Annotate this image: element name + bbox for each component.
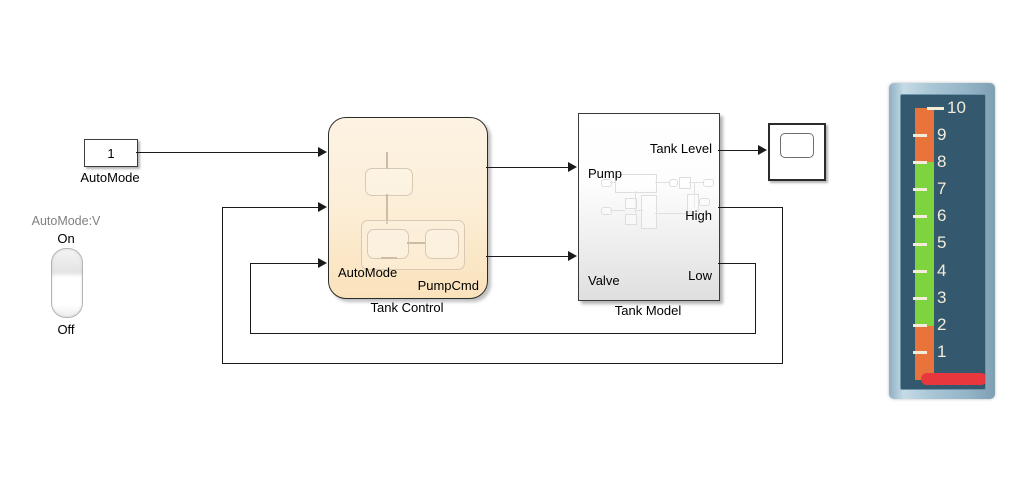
gauge-label-8: 8 — [937, 152, 947, 171]
constant-value: 1 — [107, 145, 115, 161]
ss-line-c — [689, 182, 703, 184]
gauge-tick-10 — [927, 106, 944, 110]
sf-state-right — [425, 229, 459, 259]
ss-line-b — [655, 182, 669, 184]
sf-superstate — [361, 220, 465, 270]
wire-tanklevel — [718, 149, 760, 151]
constant-block[interactable]: 1 — [84, 139, 138, 167]
arrow-model-pump — [568, 161, 577, 172]
tank-level-gauge[interactable]: 10 9 8 7 6 5 4 3 2 1 0 — [889, 83, 995, 399]
ss-line-e — [635, 191, 637, 213]
wire-high-out — [718, 206, 783, 208]
wire-automode — [136, 151, 319, 153]
gauge-face: 10 9 8 7 6 5 4 3 2 1 0 — [900, 94, 986, 390]
gauge-tick-9 — [913, 133, 927, 137]
gauge-tick-1 — [913, 351, 927, 355]
wire-low-out — [718, 262, 756, 264]
gauge-tick-7 — [913, 188, 927, 192]
sf-state-top — [365, 168, 413, 196]
chart-port-pumpcmd: PumpCmd — [417, 278, 479, 293]
gauge-label-10: 10 — [947, 98, 966, 117]
wire-high-in — [221, 206, 320, 208]
wire-pumpcmd — [486, 166, 569, 168]
wire-low-down — [754, 262, 756, 334]
gauge-tick-2 — [913, 324, 927, 328]
arrow-chart-automode — [318, 146, 327, 157]
constant-block-caption: AutoMode — [80, 170, 140, 185]
gauge-label-1: 1 — [937, 342, 947, 361]
gauge-label-5: 5 — [937, 233, 947, 252]
scope-block[interactable] — [768, 123, 826, 181]
sf-transition-bottom — [381, 257, 397, 259]
switch-off-label: Off — [57, 322, 75, 337]
gauge-tick-4 — [913, 269, 927, 273]
gauge-needle — [921, 373, 985, 385]
model-port-pump: Pump — [588, 166, 622, 181]
model-port-valve: Valve — [588, 273, 620, 288]
gauge-label-6: 6 — [937, 206, 947, 225]
ss-shape-e — [703, 179, 714, 187]
wire-low-up — [249, 262, 251, 334]
arrow-chart-lowswitch — [318, 257, 327, 268]
switch-on-label: On — [57, 231, 75, 246]
gauge-label-3: 3 — [937, 288, 947, 307]
sf-transition-right — [407, 242, 425, 244]
ss-shape-g — [699, 198, 710, 206]
wire-low-bottom — [250, 332, 756, 334]
rocker-switch[interactable] — [51, 248, 83, 318]
gauge-tick-6 — [913, 215, 927, 219]
wire-low-in — [249, 262, 320, 264]
tank-model-caption: Tank Model — [614, 303, 682, 318]
arrow-chart-highswitch — [318, 201, 327, 212]
gauge-tick-3 — [913, 296, 927, 300]
sf-transition-mid — [386, 194, 388, 224]
ss-line-h — [655, 213, 695, 215]
scope-screen-icon — [780, 133, 814, 158]
gauge-label-7: 7 — [937, 179, 947, 198]
gauge-label-9: 9 — [937, 125, 947, 144]
tank-model-subsystem[interactable]: Valve Pump Tank Level High Low — [578, 113, 720, 301]
ss-shape-h — [625, 198, 637, 209]
sf-state-left — [367, 229, 409, 259]
ss-line-d — [694, 182, 696, 208]
gauge-label-4: 4 — [937, 261, 947, 280]
arrow-model-valve — [568, 250, 577, 261]
model-port-tanklevel: Tank Level — [649, 141, 712, 156]
ss-shape-i — [625, 214, 637, 225]
wire-high-up — [221, 206, 223, 364]
gauge-label-2: 2 — [937, 315, 947, 334]
switch-title: AutoMode:V — [31, 214, 101, 228]
model-port-high: High — [685, 208, 712, 223]
wire-high-down — [781, 206, 783, 364]
gauge-tick-8 — [913, 160, 927, 164]
wire-valvecmd — [486, 255, 569, 257]
chart-port-automode: AutoMode — [338, 265, 398, 280]
ss-shape-j — [641, 195, 657, 229]
ss-shape-c — [669, 179, 678, 187]
ss-line-f — [610, 210, 625, 212]
model-port-low: Low — [688, 268, 712, 283]
tank-control-chart[interactable]: AutoMode HighSwitch LowSwitch PumpCmd Va… — [328, 117, 488, 299]
ss-line-a — [610, 182, 616, 184]
sf-transition-in — [386, 152, 388, 169]
arrow-scope-input — [758, 144, 767, 155]
ss-line-g — [635, 210, 643, 212]
gauge-tick-5 — [913, 242, 927, 246]
wire-high-bottom — [222, 362, 783, 364]
tank-control-caption: Tank Control — [370, 300, 444, 315]
ss-shape-f — [687, 194, 699, 212]
